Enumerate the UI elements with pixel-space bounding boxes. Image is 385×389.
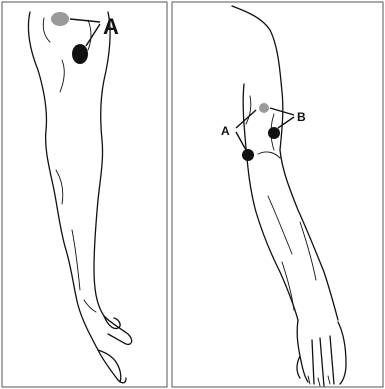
left-pointer-to-dark-site (86, 24, 100, 46)
right-site-light (259, 103, 269, 113)
right-pointer-b-to-dark-site (278, 117, 294, 128)
right-label-a: A (221, 124, 230, 138)
right-site-dark-upper (268, 127, 280, 139)
left-arm-outline-inner (94, 12, 132, 344)
left-arm-outline-outer (28, 12, 118, 380)
right-label-b: B (297, 110, 306, 124)
right-fingernails (308, 376, 330, 386)
right-pointer-a-to-upper-site (236, 110, 256, 128)
left-pointer-to-light-site (70, 19, 100, 22)
right-panel-frame (172, 2, 383, 387)
right-site-dark-lower (242, 149, 254, 161)
right-hand-outline (297, 320, 346, 386)
left-site-light (51, 12, 69, 26)
left-site-dark (72, 44, 88, 64)
left-panel: A (2, 2, 167, 387)
right-forearm-crease (268, 196, 316, 310)
left-label-a: A (103, 14, 119, 39)
right-panel: A B (172, 2, 383, 387)
left-elbow-crease (56, 170, 96, 312)
